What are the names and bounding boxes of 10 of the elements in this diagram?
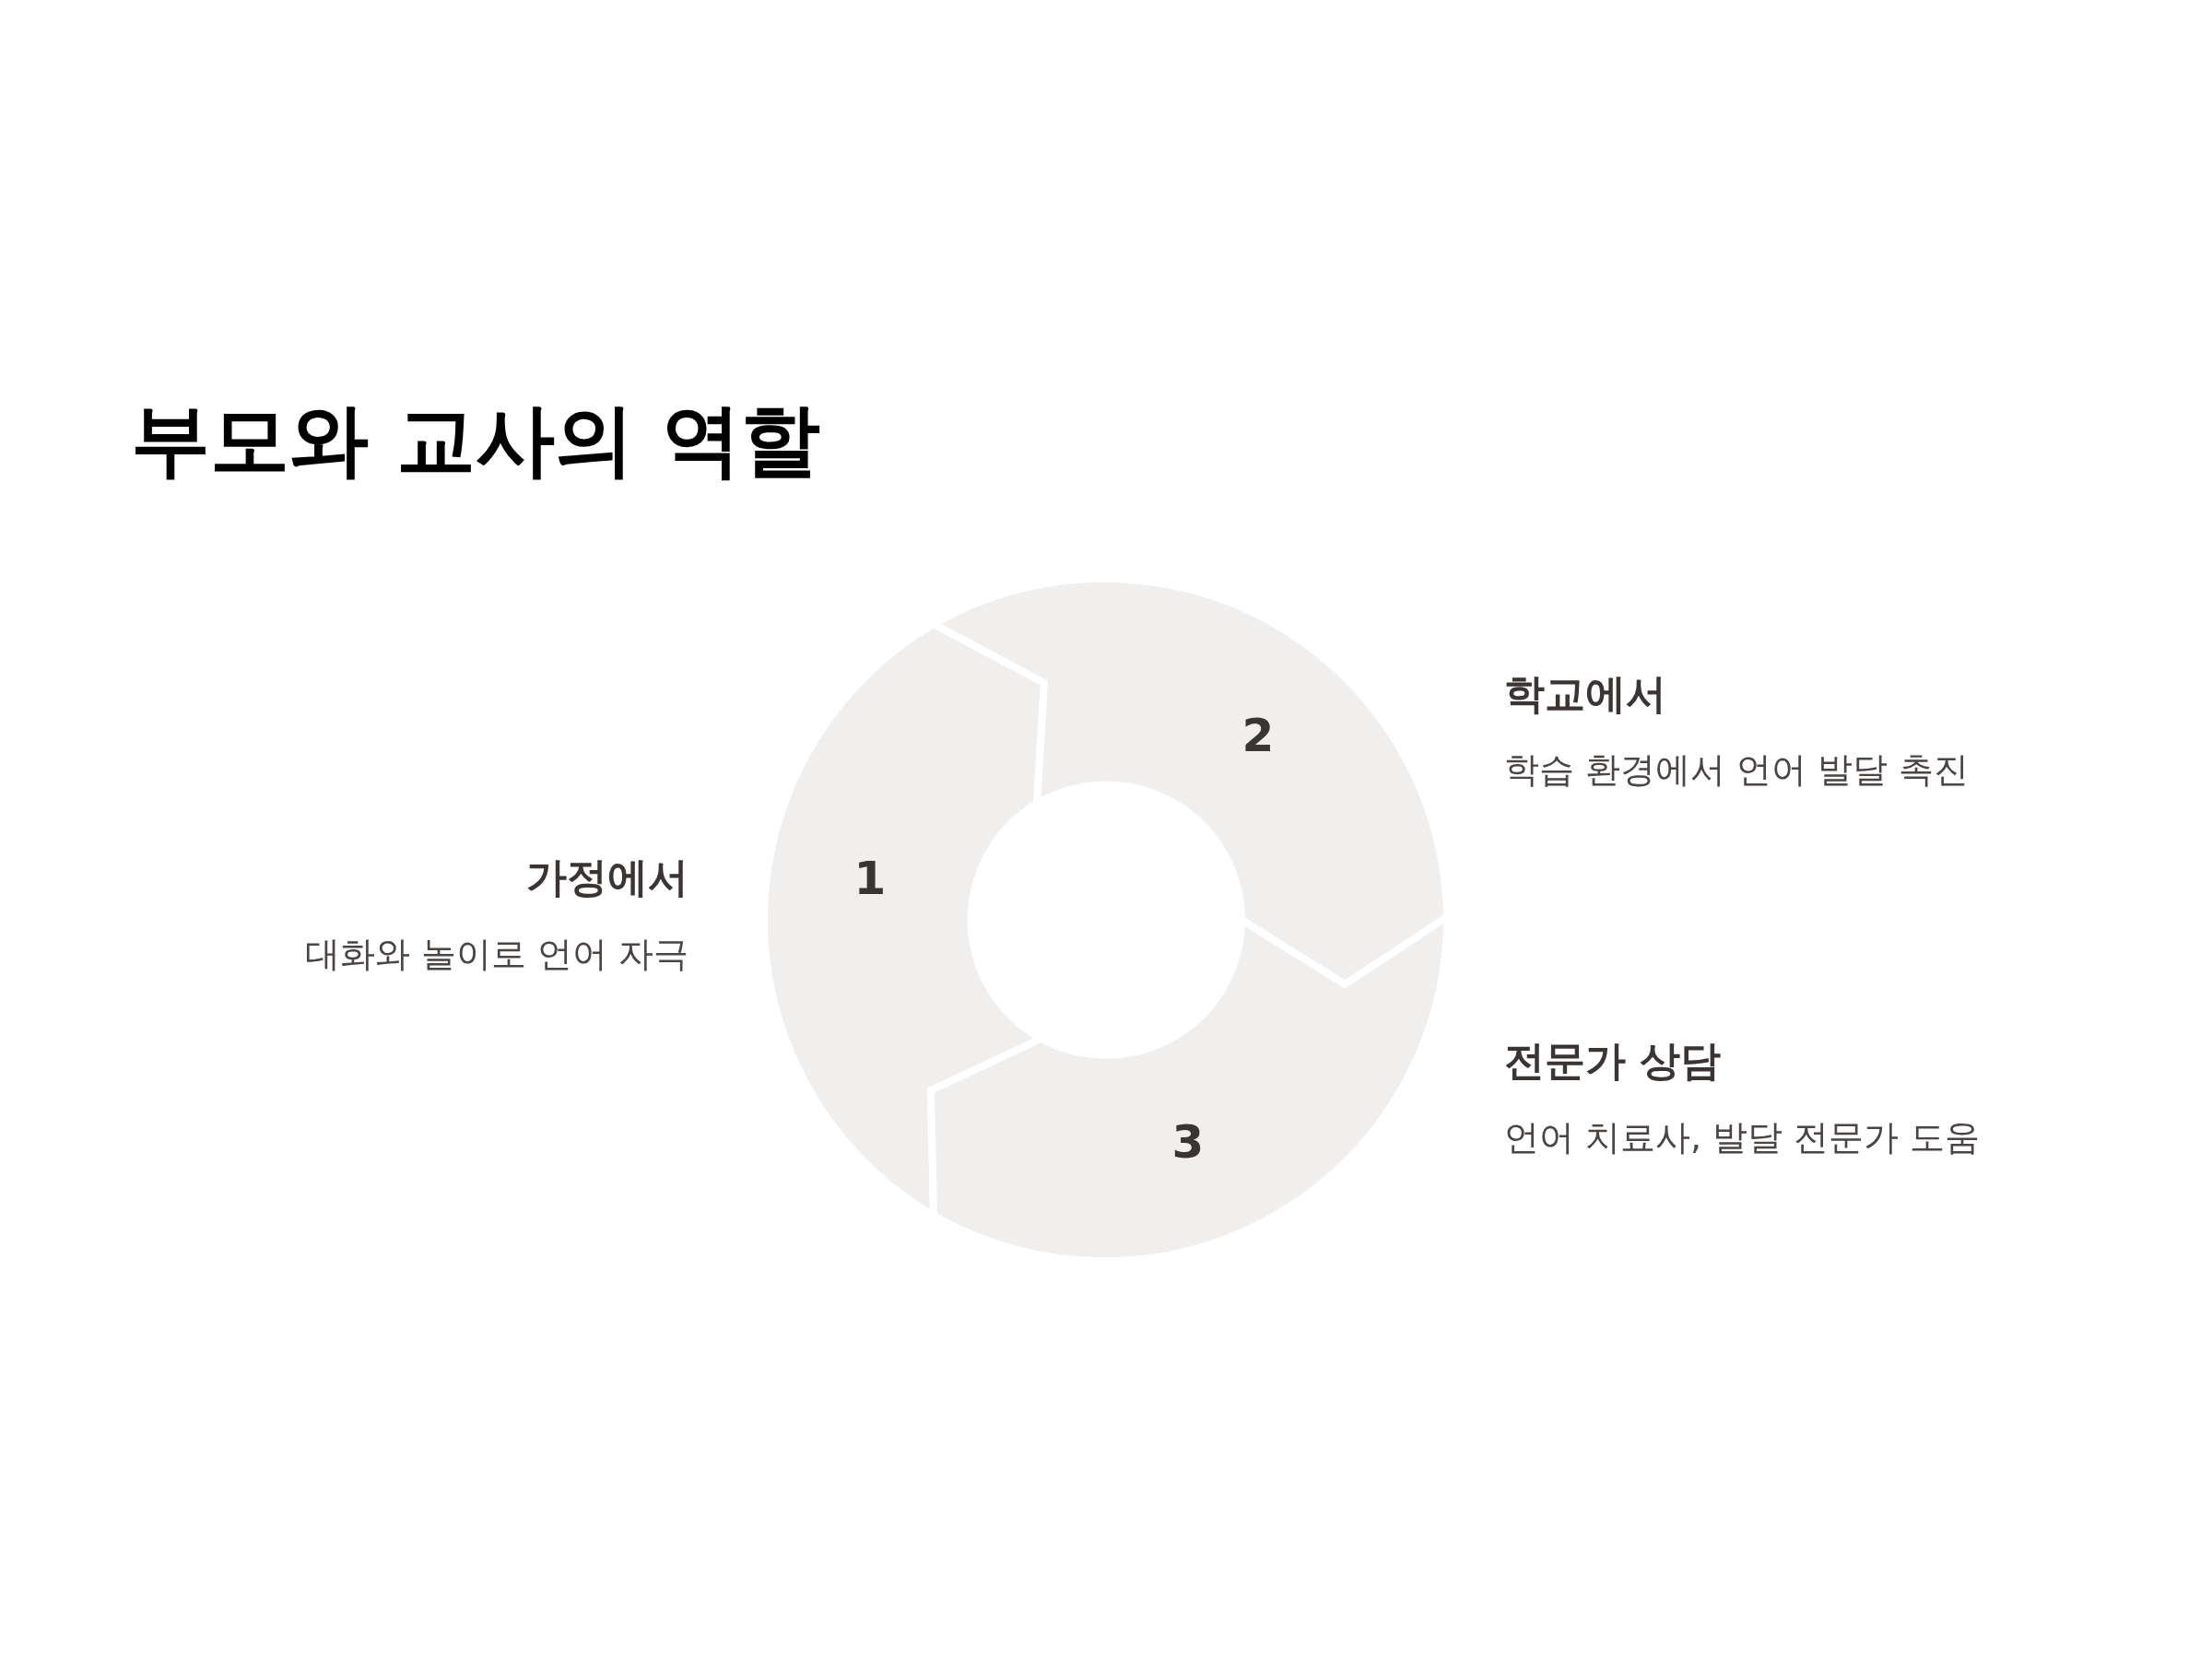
step-number: 1 xyxy=(853,852,887,905)
step-number: 3 xyxy=(1171,1115,1205,1169)
description: 학습 환경에서 언어 발달 촉진 xyxy=(1504,749,1970,792)
description: 언어 치료사, 발달 전문가 도움 xyxy=(1504,1117,1981,1159)
heading: 전문가 상담 xyxy=(1504,1036,1722,1086)
heading: 학교에서 xyxy=(1504,669,1666,719)
title: 부모와 교사의 역할 xyxy=(131,393,820,488)
step-number: 2 xyxy=(1241,709,1275,762)
heading: 가정에서 xyxy=(526,853,688,902)
description: 대화와 놀이로 언어 자극 xyxy=(304,934,688,976)
